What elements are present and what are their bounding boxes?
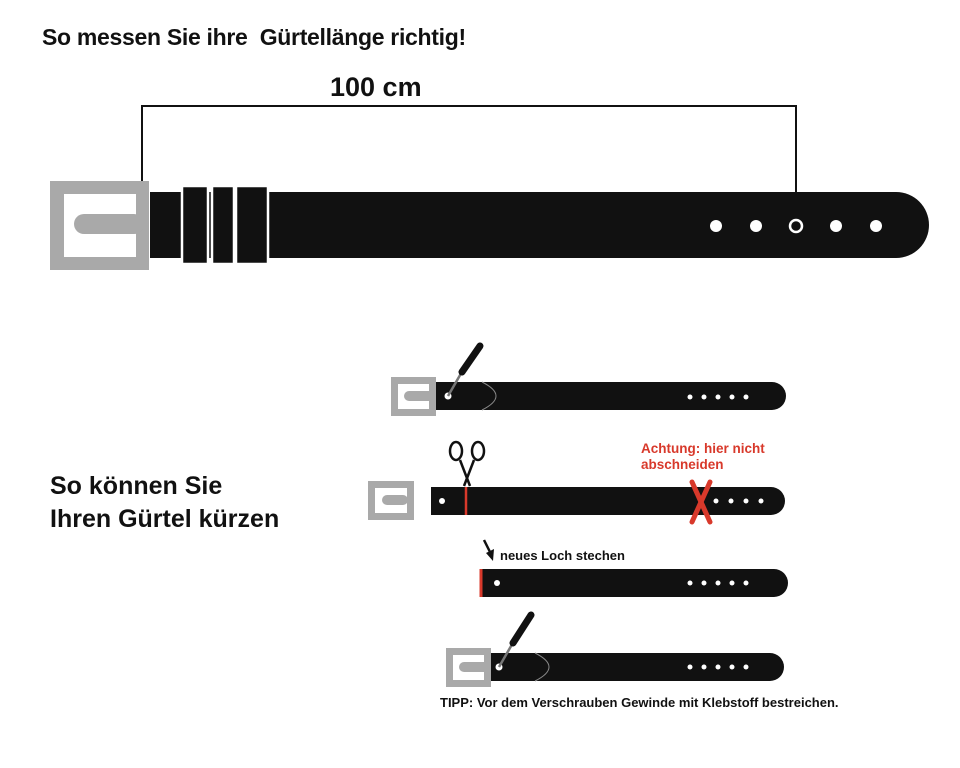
scissors-icon	[448, 440, 486, 487]
shorten-heading-line1: So können Sie	[50, 472, 223, 500]
belt-strap	[480, 569, 788, 597]
step-4-reassemble	[446, 611, 784, 687]
step-2-cut	[368, 440, 785, 525]
belt-loop	[180, 184, 210, 266]
belt-hole	[439, 498, 445, 504]
buckle-prong	[74, 214, 144, 234]
belt-strap	[432, 382, 786, 410]
shorten-heading-line2: Ihren Gürtel kürzen	[50, 505, 280, 533]
belt-hole	[710, 220, 722, 232]
warning-line1: Achtung: hier nicht	[641, 441, 765, 456]
buckle	[50, 181, 149, 270]
belt-holes	[687, 580, 749, 586]
belt-strap	[488, 653, 784, 681]
belt-hole	[870, 220, 882, 232]
measurement-label: 100 cm	[330, 72, 422, 102]
belt-hole-measured	[788, 218, 804, 234]
belt-loop	[210, 184, 236, 266]
belt-holes	[687, 394, 749, 400]
warning-note: Achtung: hier nicht abschneiden	[641, 441, 765, 473]
buckle	[446, 648, 491, 687]
belt-hole	[830, 220, 842, 232]
tip-text: TIPP: Vor dem Verschrauben Gewinde mit K…	[440, 695, 839, 710]
shorten-heading: So können Sie Ihren Gürtel kürzen	[50, 470, 279, 536]
page-title: So messen Sie ihre Gürtellänge richtig!	[42, 24, 466, 50]
buckle	[368, 481, 414, 520]
buckle-prong	[382, 495, 408, 505]
belt-hole	[750, 220, 762, 232]
belt-holes	[713, 498, 764, 504]
step-1-unscrew	[391, 342, 786, 416]
step-3-punch	[479, 539, 788, 597]
strap-fold-line	[481, 381, 497, 411]
main-belt	[50, 105, 929, 270]
belt-holes	[687, 664, 749, 670]
warning-line2: abschneiden	[641, 457, 724, 472]
buckle	[391, 377, 436, 416]
buckle-prong	[404, 391, 436, 401]
measurement-bracket	[141, 105, 797, 226]
screwdriver-icon	[446, 342, 484, 397]
new-hole	[494, 580, 500, 586]
screwdriver-icon	[497, 611, 535, 668]
arrow-icon	[482, 539, 494, 561]
new-hole-note: neues Loch stechen	[500, 548, 625, 563]
buckle-prong	[459, 662, 491, 672]
belt-loop	[234, 184, 270, 266]
belt-strap	[150, 192, 929, 258]
cross-mark-icon	[689, 479, 713, 525]
strap-fold-line	[534, 652, 550, 682]
